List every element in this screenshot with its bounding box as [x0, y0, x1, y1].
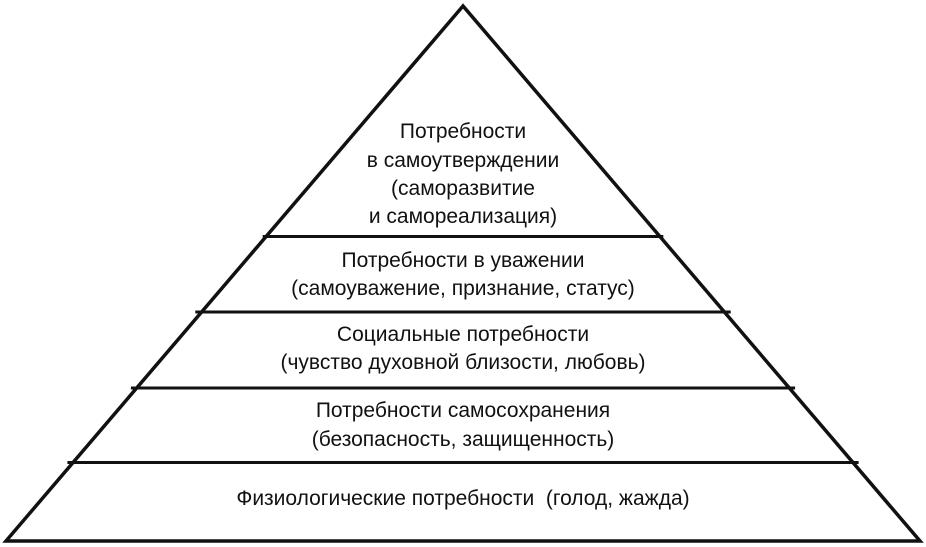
- tier-1-line-3: (саморазвитие: [391, 177, 535, 200]
- tier-2-line-2: (самоуважение, признание, статус): [291, 277, 635, 300]
- tier-1-line-4: и самореализация): [369, 205, 557, 228]
- tier-3-line-2: (чувство духовной близости, любовь): [280, 351, 645, 374]
- tier-physiological: Физиологические потребности (голод, жажд…: [236, 487, 689, 510]
- tier-1-line-2: в самоутверждении: [367, 149, 560, 172]
- tier-safety: Потребности самосохранения (безопасность…: [312, 399, 615, 451]
- tier-social: Социальные потребности (чувство духовной…: [280, 323, 645, 374]
- tier-self-actualization: Потребности в самоутверждении (саморазви…: [367, 120, 560, 228]
- tier-esteem: Потребности в уважении (самоуважение, пр…: [291, 249, 635, 300]
- tier-4-line-1: Потребности самосохранения: [316, 399, 610, 422]
- tier-3-line-1: Социальные потребности: [337, 323, 589, 346]
- tier-1-line-1: Потребности: [400, 120, 526, 143]
- tier-5-line-1: Физиологические потребности (голод, жажд…: [236, 487, 689, 510]
- pyramid-outline: [2, 3, 924, 543]
- tier-4-line-2: (безопасность, защищенность): [312, 428, 615, 451]
- tier-2-line-1: Потребности в уважении: [342, 249, 585, 272]
